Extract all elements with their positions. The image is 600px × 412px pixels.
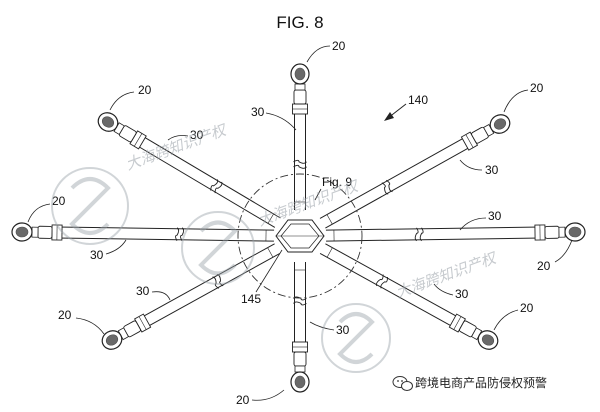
label-clip-top-left: 20 [138, 83, 152, 97]
figure-title: FIG. 8 [276, 13, 323, 32]
leader-clip-top [306, 45, 331, 63]
wechat-attribution: 跨境电商产品防侵权预警 [392, 375, 547, 391]
strap-top [292, 100, 308, 210]
clip-left [11, 222, 53, 242]
clip-bottom [290, 351, 310, 393]
clip-top-right [471, 114, 511, 144]
detail-circle-fig9 [237, 173, 363, 299]
leader-clip-right [554, 239, 573, 263]
assembly-arrow [384, 103, 407, 121]
central-hub [275, 219, 325, 253]
label-strap-lower-left: 30 [136, 284, 150, 298]
watermark-logo-left [51, 167, 129, 245]
label-strap-upper-left: 30 [190, 128, 204, 142]
label-strap-bottom: 30 [336, 323, 350, 337]
label-clip-left: 20 [52, 194, 66, 208]
straps-group [47, 100, 550, 356]
strap-bottom-right [319, 243, 469, 333]
label-clip-right: 20 [537, 259, 551, 273]
reference-labels: 20 20 20 20 20 20 20 20 30 30 30 30 [27, 39, 573, 407]
strap-top-right [319, 131, 481, 229]
leader-strap-lower-left [151, 291, 171, 301]
wechat-icon [392, 376, 413, 391]
watermark-logo-center [181, 211, 255, 285]
leader-hub [255, 249, 283, 293]
detail-callout-label: Fig. 9 [322, 175, 352, 189]
label-strap-left: 30 [90, 248, 104, 262]
label-strap-upper-right: 30 [485, 163, 499, 177]
watermark-text-3: 大海跨知识产权 [393, 248, 500, 302]
leader-clip-top-left [109, 91, 135, 111]
clips-group [11, 63, 586, 393]
clip-top [290, 63, 310, 105]
label-strap-top: 30 [251, 105, 265, 119]
strap-top-left [127, 130, 281, 228]
label-clip-bottom: 20 [236, 393, 250, 407]
clip-right [544, 222, 586, 242]
clip-bottom-right [459, 320, 499, 350]
leader-strap-right [459, 217, 487, 231]
clip-bottom-left [101, 320, 141, 350]
leader-clip-left [27, 203, 51, 223]
leader-strap-upper-right [459, 159, 483, 171]
label-clip-bottom-right: 20 [520, 301, 534, 315]
label-assembly: 140 [408, 93, 428, 107]
leader-strap-top [265, 112, 297, 131]
strap-left [47, 224, 275, 242]
leader-clip-bottom-right [493, 309, 519, 331]
label-clip-bottom-left: 20 [58, 308, 72, 322]
detail-callout-leader [314, 188, 322, 201]
label-clip-top: 20 [332, 39, 346, 53]
strap-bottom-left [131, 243, 281, 333]
leader-clip-bottom-left [75, 317, 105, 335]
clip-top-left [97, 112, 137, 143]
label-hub: 145 [241, 292, 261, 306]
label-strap-lower-right: 30 [455, 287, 469, 301]
leader-clip-top-right [503, 89, 529, 113]
leader-strap-lower-right [433, 283, 454, 296]
leader-clip-bottom [251, 389, 285, 401]
wechat-account-name: 跨境电商产品防侵权预警 [415, 375, 547, 390]
leader-strap-bottom [309, 321, 335, 331]
strap-bottom [292, 262, 308, 356]
leader-strap-upper-left [167, 135, 189, 141]
strap-right [325, 224, 550, 242]
label-clip-top-right: 20 [530, 81, 544, 95]
leader-strap-left [105, 239, 127, 255]
label-strap-right: 30 [488, 209, 502, 223]
watermark-logo-bottom [321, 303, 391, 373]
